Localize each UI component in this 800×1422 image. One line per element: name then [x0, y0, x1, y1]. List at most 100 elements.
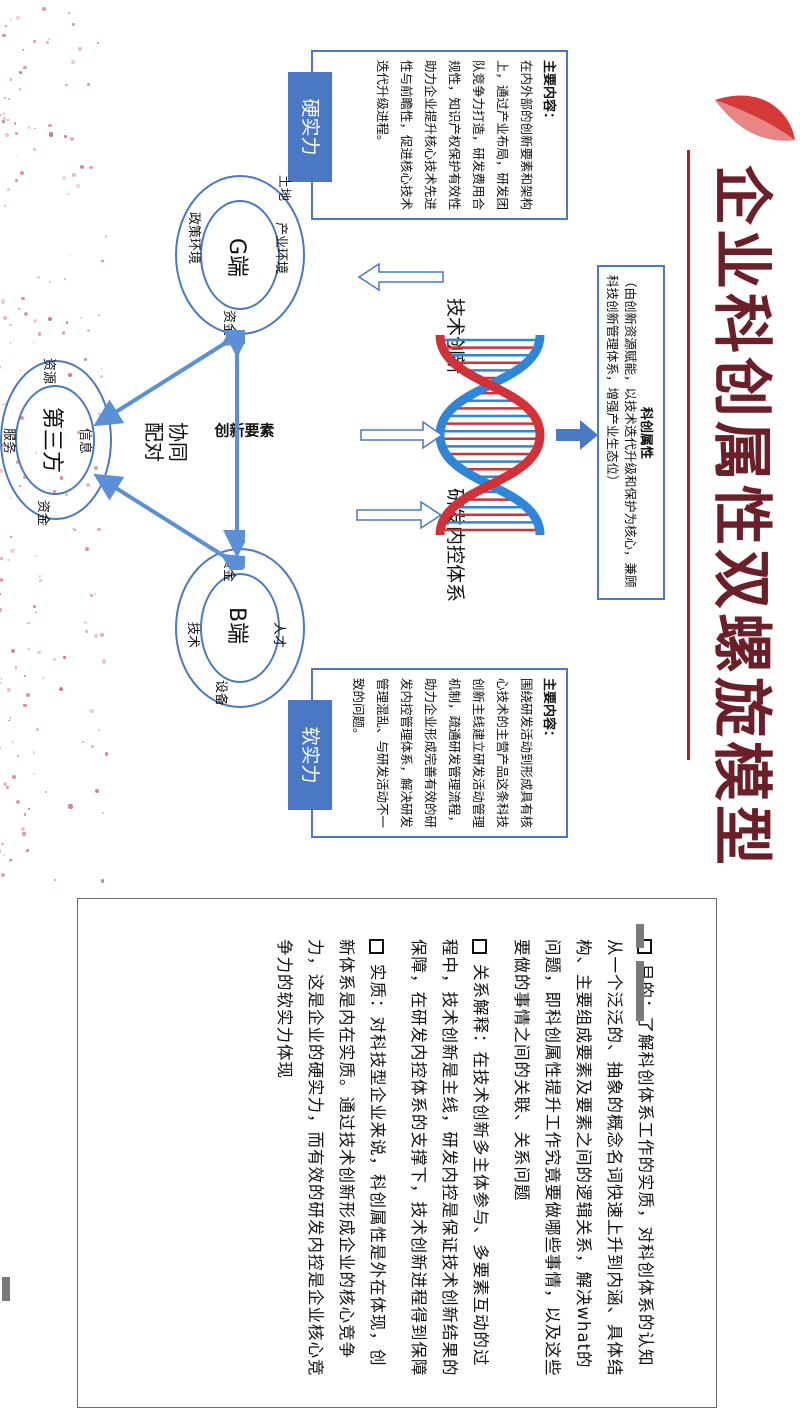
- decorative-dot: [1, 843, 4, 846]
- decorative-dot: [27, 126, 31, 129]
- decorative-dot: [25, 693, 31, 698]
- decorative-dot: [70, 59, 76, 65]
- decorative-dot: [18, 88, 22, 91]
- kechuang-attribute-box: 科创属性 （由创新资源赋能，以技术迭代升级和保护为核心，兼顾科技创新管理体系，增…: [597, 265, 665, 600]
- g-end-item-policy: 政策环境: [186, 212, 201, 265]
- decorative-dot: [13, 121, 17, 125]
- decorative-dot: [67, 192, 70, 196]
- g-end-item-industry: 产业环境: [273, 222, 288, 275]
- synergy-text: 协同配对: [142, 422, 190, 462]
- note-text-relation: 关系解释：在技术创新多主体参与、多要素互动的过程中，技术创新是主线，研发内控是保…: [409, 939, 490, 1377]
- decorative-dot: [58, 686, 63, 691]
- hard-power-box: 主要内容： 在内外部的创新要素和架构上，通过产业布局，研发团队竞争力打造，研发费…: [311, 50, 568, 220]
- decorative-dot: [72, 23, 75, 26]
- decorative-dot: [3, 112, 5, 115]
- decorative-dot: [94, 634, 98, 638]
- g-end-item-land: 土地: [276, 175, 291, 202]
- note-item: 关系解释：在技术创新多主体参与、多要素互动的过程中，技术创新是主线，研发内控是保…: [403, 939, 496, 1379]
- decorative-dot: [9, 78, 13, 82]
- decorative-dot: [0, 556, 4, 560]
- decorative-dot: [23, 65, 27, 70]
- decorative-dot: [10, 549, 14, 553]
- decorative-dot: [104, 752, 109, 756]
- decorative-dot: [48, 317, 53, 322]
- hard-power-tag: 硬实力: [288, 72, 332, 182]
- soft-power-heading: 主要内容：: [541, 678, 556, 744]
- decorative-dot: [0, 678, 3, 680]
- soft-power-box: 主要内容： 围绕研发活动到形成具有核心技术的主营产品这条科技创新主线建立研发活动…: [311, 668, 568, 838]
- b-end-item-tech: 技术: [185, 622, 200, 649]
- decorative-dot: [23, 311, 29, 317]
- decorative-dot: [2, 120, 5, 123]
- decorative-dot: [7, 688, 11, 692]
- dna-helix-icon: [435, 334, 545, 536]
- decorative-dot: [104, 235, 108, 238]
- decorative-dot: [9, 858, 13, 862]
- page-title: 企业科创属性双螺旋模型: [706, 165, 776, 869]
- decorative-dot: [81, 740, 84, 743]
- decorative-dot: [14, 666, 17, 669]
- hard-power-heading: 主要内容：: [541, 60, 556, 126]
- decorative-dot: [11, 740, 15, 744]
- decorative-dot: [32, 773, 35, 776]
- decorative-dot: [0, 365, 2, 370]
- decorative-dot: [0, 593, 2, 596]
- notes-list: 目的：了解科创体系工作的实质，对科创体系的认知从一个泛泛的、抽象的概念名词快速上…: [269, 939, 661, 1379]
- decorative-dot: [85, 629, 89, 633]
- decorative-dot: [16, 155, 19, 158]
- decorative-dot: [11, 648, 16, 654]
- decorative-dot: [48, 123, 53, 128]
- decorative-dot: [6, 785, 10, 790]
- decorative-dot: [64, 277, 67, 280]
- decorative-dot: [36, 727, 40, 731]
- decorative-dot: [45, 40, 49, 44]
- decorative-dot: [94, 789, 99, 794]
- petal-logo: [715, 95, 795, 141]
- decorative-dot: [41, 7, 46, 11]
- decorative-dot: [37, 276, 40, 279]
- decorative-dot: [27, 622, 30, 625]
- decorative-dot: [3, 854, 5, 857]
- decorative-dot: [100, 879, 105, 883]
- decorative-dot: [102, 659, 107, 664]
- soft-power-tag: 软实力: [288, 700, 332, 810]
- decorative-dot: [47, 38, 50, 41]
- decorative-dot: [25, 849, 29, 852]
- decorative-dot: [34, 554, 38, 558]
- decorative-dot: [33, 147, 36, 151]
- decorative-dot: [37, 332, 42, 336]
- decorative-dot: [0, 873, 6, 878]
- g-end-center: G端: [224, 238, 249, 278]
- decorative-dot: [34, 127, 36, 130]
- decorative-dot: [49, 132, 54, 137]
- decorative-dot: [33, 39, 36, 43]
- decorative-dot: [84, 620, 88, 624]
- checkbox-icon: [472, 939, 487, 954]
- decorative-dot: [22, 48, 25, 51]
- arrow-up-to-kechuang-icon: [556, 420, 598, 450]
- decorative-dot: [7, 118, 10, 121]
- third-party-center: 第三方: [39, 407, 64, 474]
- decorative-dot: [24, 813, 27, 816]
- decorative-dot: [32, 342, 35, 344]
- decorative-dot: [27, 647, 30, 651]
- decorative-dot: [0, 299, 6, 304]
- decorative-dot: [0, 681, 1, 685]
- decorative-dot: [44, 790, 48, 794]
- decorative-dot: [53, 879, 56, 882]
- decorative-dot: [89, 165, 93, 170]
- decorative-dot: [16, 754, 19, 757]
- decorative-dot: [7, 187, 11, 191]
- decorative-dot: [23, 674, 27, 678]
- decorative-dot: [22, 703, 27, 708]
- decorative-dot: [41, 676, 44, 679]
- double-arrow-icon: [93, 330, 245, 570]
- decorative-dot: [32, 319, 38, 324]
- decorative-dot: [0, 469, 3, 473]
- b-end-item-talent: 人才: [271, 622, 286, 649]
- decorative-dot: [90, 745, 94, 749]
- decorative-dot: [53, 657, 57, 661]
- decorative-dot: [1, 33, 6, 38]
- b-end-item-equipment: 设备: [213, 680, 228, 707]
